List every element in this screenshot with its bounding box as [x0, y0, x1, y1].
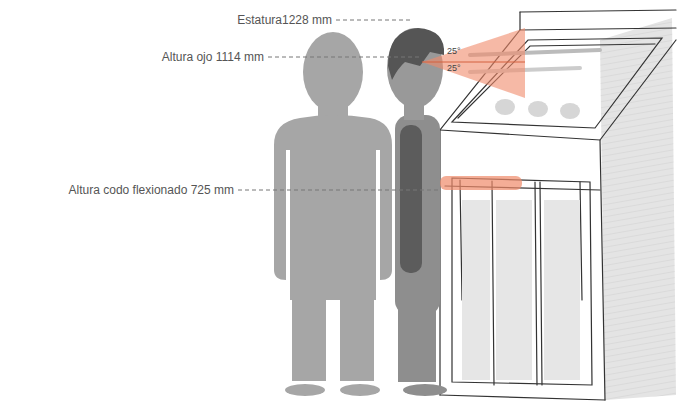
dimension-label: Altura ojo 1114 mm [162, 50, 264, 64]
machine-shading [600, 18, 676, 400]
leader-line [238, 20, 440, 190]
dimension-label: Estatura1228 mm [237, 13, 332, 27]
door-shading [462, 200, 580, 380]
sight-cone [422, 28, 525, 98]
machine-side [600, 18, 676, 400]
angle-label: 25° [447, 46, 461, 56]
machine-buttons [495, 99, 580, 119]
child-arm [400, 125, 422, 273]
sight-axis [422, 62, 525, 63]
child-side [387, 28, 447, 396]
child-front [274, 32, 392, 396]
dimension-label: Altura codo flexionado 725 mm [69, 183, 234, 197]
elbow-band [440, 176, 522, 190]
angle-label: 25° [447, 63, 461, 73]
